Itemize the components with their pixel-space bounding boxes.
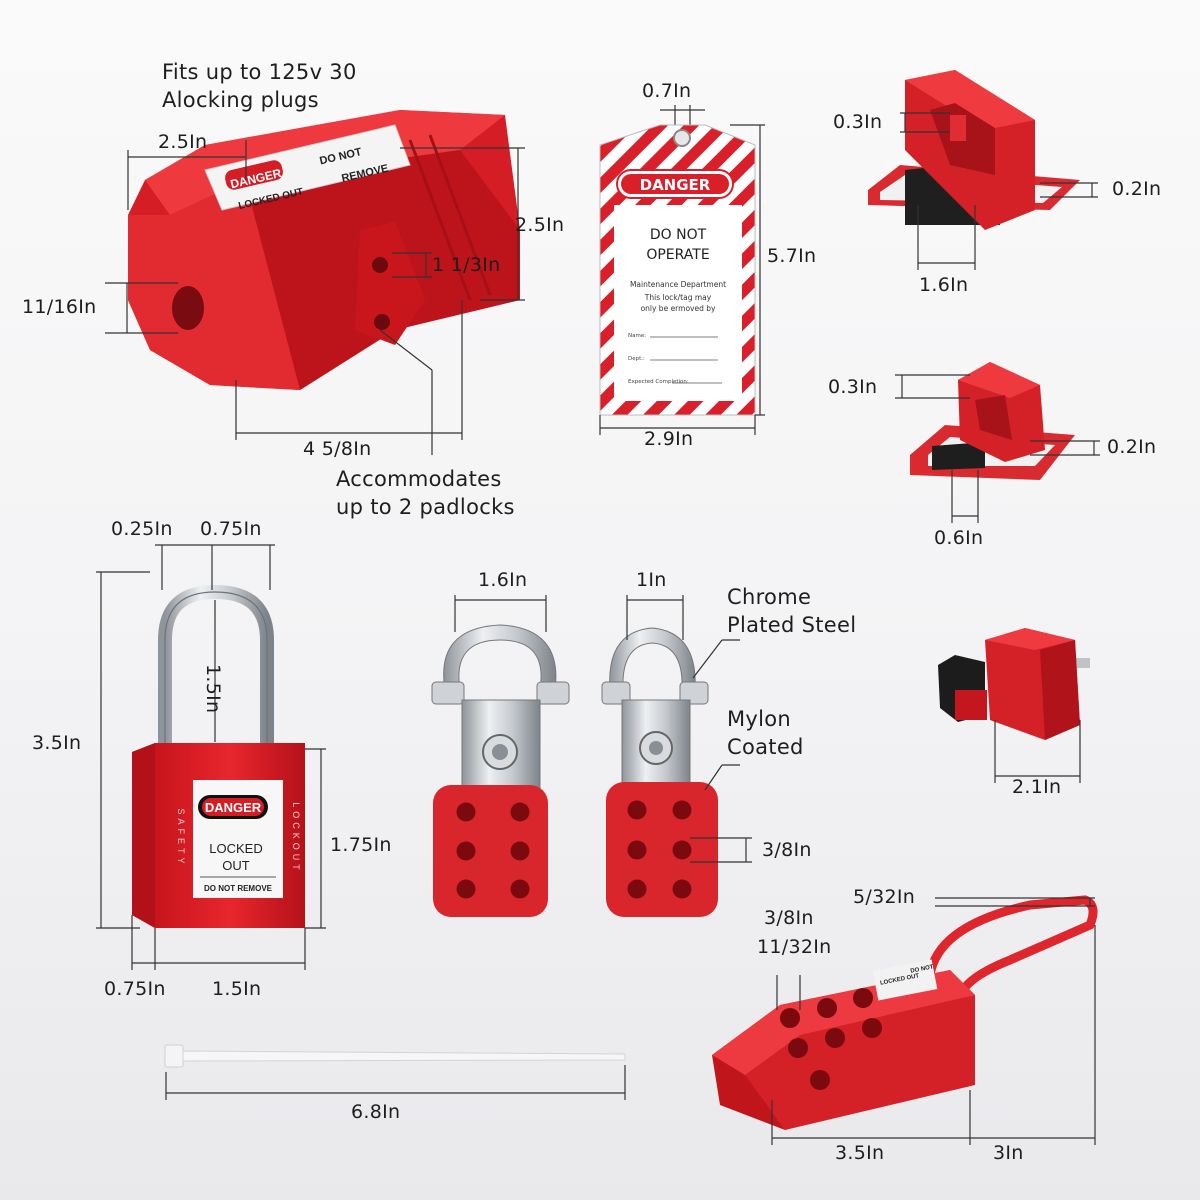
tag-height-dimension: 5.7In [767, 245, 817, 267]
lockout-hasp-small [601, 627, 718, 917]
breaker-lock-2-device [910, 362, 1075, 480]
breaker-lock-1-device [868, 70, 1080, 230]
plug-fits-note-line2: Alocking plugs [162, 88, 319, 112]
tag-note1: This lock/tag may [644, 293, 712, 302]
tag-field-name: Name: [628, 333, 646, 339]
tag-dept-line: Maintenance Department [630, 280, 726, 289]
tag-hole-dimension: 0.7In [642, 80, 692, 102]
nylon-hasp-loop-length: 3In [993, 1142, 1024, 1164]
hasp-hole-size: 3/8In [762, 839, 812, 861]
nylon-hasp-wire: 5/32In [853, 886, 916, 908]
tag-note2: only be ermoved by [641, 304, 716, 313]
plug-padlock-note-line1: Accommodates [336, 467, 502, 491]
plug-width-top: 2.5In [158, 131, 208, 153]
breaker3-width-dimension: 2.1In [1012, 776, 1062, 798]
lockout-hasp-large [431, 624, 570, 917]
padlock-label-remove: DO NOT REMOVE [204, 884, 273, 893]
plug-length-bottom: 4 5/8In [303, 438, 372, 460]
padlock-body-depth: 0.75In [104, 978, 166, 1000]
plug-lockout-box [128, 110, 520, 390]
padlock-shackle-height: 1.5In [202, 664, 224, 714]
tag-line1: DO NOT [650, 227, 707, 243]
tag-field-completion: Expected Completion: [628, 379, 689, 385]
cable-tie-device [164, 1044, 626, 1068]
breaker-lock-1-dimension-lines [900, 112, 1098, 270]
padlock-side-left: SAFETY [176, 808, 186, 867]
tag-header: DANGER [640, 176, 711, 194]
nylon-hasp-body-length: 3.5In [835, 1142, 885, 1164]
nylon-hasp-device [712, 895, 1098, 1130]
padlock-shackle-diameter: 0.25In [111, 518, 173, 540]
padlock-body-height: 1.75In [330, 834, 392, 856]
hasp-material-line2: Plated Steel [727, 613, 857, 637]
hasp-dimension-lines [454, 595, 752, 863]
breaker2-top-dimension: 0.3In [828, 376, 878, 398]
breaker2-side-dimension: 0.2In [1107, 436, 1157, 458]
breaker2-bottom-dimension: 0.6In [934, 527, 984, 549]
padlock-label-danger: DANGER [205, 800, 262, 815]
padlock-total-height: 3.5In [32, 732, 82, 754]
nylon-hasp-dimension-lines [771, 897, 1096, 1145]
hasp-large-jaw: 1.6In [478, 569, 528, 591]
padlock-label-out: OUT [222, 858, 250, 873]
padlock-dimension-lines [96, 544, 326, 970]
nylon-hasp-hole-small: 11/32In [757, 936, 832, 958]
breaker-lock-3-device [938, 628, 1090, 740]
plug-hole-diameter: 11/16In [22, 296, 97, 318]
plug-height-right: 2.5In [515, 214, 565, 236]
tag-dimension-lines [599, 124, 765, 435]
breaker-lock-2-dimension-lines [895, 374, 1100, 523]
cable-tie-length: 6.8In [351, 1101, 401, 1123]
safety-padlock-device [132, 584, 305, 928]
hasp-coating-line1: Mylon [727, 707, 792, 731]
padlock-side-right: LOCKOUT [291, 802, 301, 874]
hasp-material-line1: Chrome [727, 585, 812, 609]
nylon-hasp-hole-large: 3/8In [764, 907, 814, 929]
breaker1-bottom-dimension: 1.6In [919, 274, 969, 296]
plug-fits-note-line1: Fits up to 125v 30 [162, 60, 357, 84]
padlock-shackle-width: 0.75In [200, 518, 262, 540]
plug-padlock-note-line2: up to 2 padlocks [336, 495, 515, 519]
breaker1-top-dimension: 0.3In [833, 111, 883, 133]
breaker1-side-dimension: 0.2In [1112, 178, 1162, 200]
padlock-label-locked: LOCKED [209, 841, 262, 856]
plug-hole-spacing: 1 1/3In [432, 254, 501, 276]
tag-line2: OPERATE [646, 247, 709, 263]
tag-field-dept: Dept.: [628, 356, 645, 362]
hasp-coating-line2: Coated [727, 735, 804, 759]
breaker-lock-3-dimension-lines [994, 720, 1081, 783]
hasp-small-jaw: 1In [636, 569, 667, 591]
tag-width-dimension: 2.9In [644, 428, 694, 450]
danger-tag-card [599, 105, 756, 416]
nylon-hasp-label-b: DO NOT [910, 964, 934, 974]
plug-dimension-lines [105, 140, 525, 455]
cable-tie-dimension-lines [165, 1065, 626, 1100]
padlock-body-width: 1.5In [212, 978, 262, 1000]
